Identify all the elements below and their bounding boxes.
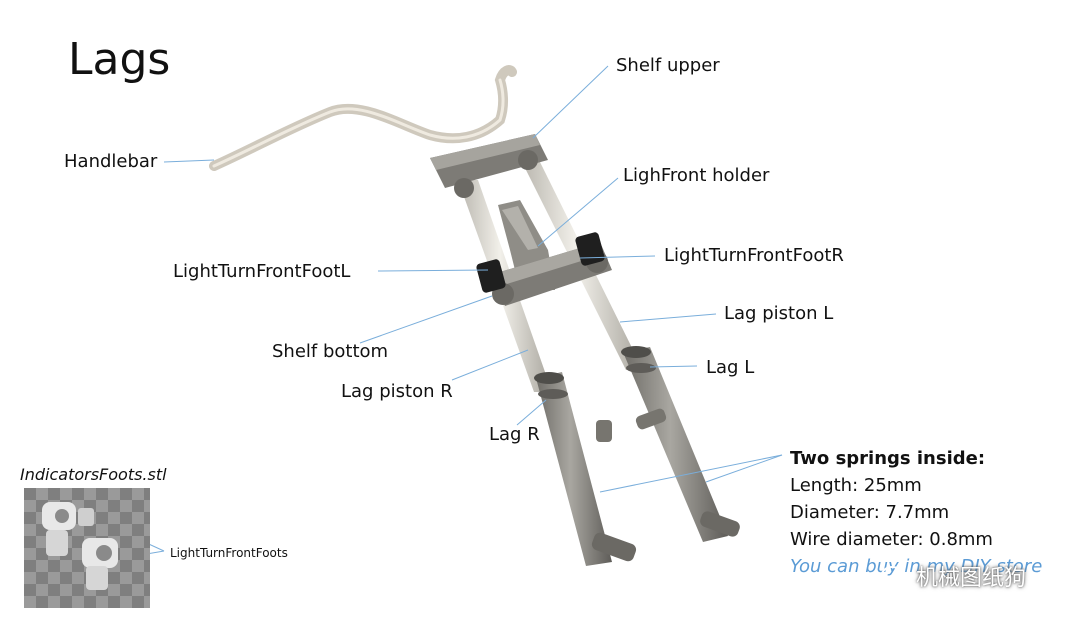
leader-turn-foot-l	[377, 269, 489, 272]
springs-heading: Two springs inside:	[790, 448, 986, 469]
leader-springs-1	[599, 454, 783, 493]
leader-shelf-bottom	[359, 295, 493, 344]
label-handlebar: Handlebar	[64, 151, 158, 172]
leader-handlebar	[163, 159, 215, 163]
label-shelf-bottom: Shelf bottom	[272, 341, 389, 362]
lag-l-slider	[623, 347, 728, 542]
leader-lag-piston-l	[619, 313, 717, 323]
label-lag-l: Lag L	[706, 357, 755, 378]
diy-store-link[interactable]: You can buy in my DIY store	[790, 556, 1043, 577]
leader-lag-l	[649, 365, 698, 368]
thumbnail-label: LightTurnFrontFoots	[170, 546, 288, 560]
springs-length: Length: 25mm	[790, 475, 922, 496]
wechat-icon	[881, 566, 909, 586]
leader-turn-foot-r	[579, 255, 656, 259]
springs-diameter: Diameter: 7.7mm	[790, 502, 950, 523]
springs-info: Two springs inside: Length: 25mm Diamete…	[790, 445, 1042, 580]
springs-wire: Wire diameter: 0.8mm	[790, 529, 993, 550]
leader-springs-2	[705, 454, 783, 483]
leader-lag-piston-r	[451, 349, 529, 381]
lag-r-slider	[536, 372, 612, 566]
page-title: Lags	[68, 34, 171, 85]
leader-shelf-upper	[532, 65, 609, 139]
label-lag-piston-l: Lag piston L	[724, 303, 834, 324]
label-front-holder: LighFront holder	[623, 165, 770, 186]
label-lag-r: Lag R	[489, 424, 540, 445]
watermark: 机械图纸狗	[880, 560, 1026, 592]
thumbnail-image	[24, 488, 150, 608]
label-turn-foot-r: LightTurnFrontFootR	[664, 245, 844, 266]
watermark-text: 机械图纸狗	[916, 566, 1027, 591]
label-lag-piston-r: Lag piston R	[341, 381, 453, 402]
turn-foot-l-part	[476, 259, 506, 293]
indicator-foots-render	[24, 488, 150, 608]
label-turn-foot-l: LightTurnFrontFootL	[173, 261, 351, 282]
leader-lag-r	[516, 399, 547, 426]
label-shelf-upper: Shelf upper	[616, 55, 720, 76]
leader-front-holder	[537, 177, 619, 247]
thumbnail-title: IndicatorsFoots.stl	[20, 465, 167, 484]
